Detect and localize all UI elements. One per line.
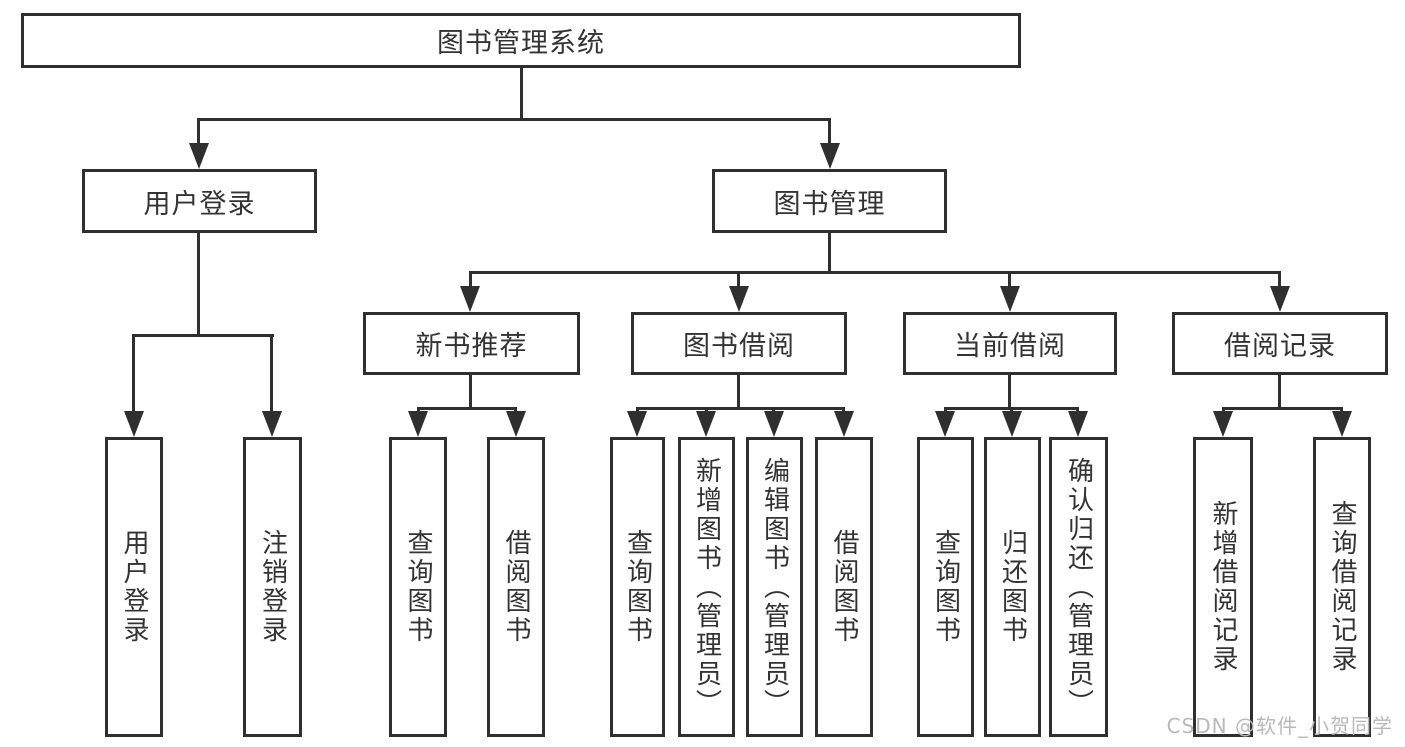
leaf-confirm-return-admin-label: 确认归还（管理员） [1063, 456, 1094, 718]
leaf-add-book-admin-label: 新增图书（管理员） [691, 456, 722, 718]
node-root-label: 图书管理系统 [437, 28, 605, 59]
arrow-down-icon [820, 143, 840, 169]
connector-line [132, 334, 274, 337]
connector-line [270, 334, 273, 413]
connector-line [520, 68, 523, 120]
arrow-down-icon [1213, 411, 1233, 437]
leaf-borrow-book-recommend: 借阅图书 [487, 437, 545, 737]
leaf-add-borrow-record: 新增借阅记录 [1193, 437, 1253, 737]
leaf-add-borrow-record-label: 新增借阅记录 [1208, 500, 1238, 674]
arrow-down-icon [729, 286, 749, 312]
leaf-edit-book-admin: 编辑图书（管理员） [746, 437, 803, 737]
node-current-borrow-label: 当前借阅 [954, 331, 1066, 362]
connector-line [197, 233, 200, 336]
node-new-book-recommend-label: 新书推荐 [415, 331, 528, 362]
connector-line [417, 407, 517, 410]
node-user-login: 用户登录 [82, 169, 317, 233]
leaf-query-borrow-record: 查询借阅记录 [1313, 437, 1371, 737]
connector-line [1008, 271, 1011, 288]
leaf-borrow-book: 借阅图书 [815, 437, 873, 737]
arrow-down-icon [935, 411, 955, 437]
arrow-down-icon [1068, 411, 1088, 437]
arrow-down-icon [262, 411, 282, 437]
leaf-query-book-borrow-label: 查询图书 [622, 529, 653, 645]
leaf-edit-book-admin-label: 编辑图书（管理员） [759, 456, 790, 718]
connector-line [828, 233, 831, 273]
arrow-down-icon [834, 411, 854, 437]
arrow-down-icon [696, 411, 716, 437]
leaf-return-book: 归还图书 [984, 437, 1041, 737]
connector-line [828, 118, 831, 146]
arrow-down-icon [460, 286, 480, 312]
node-borrow-record-label: 借阅记录 [1224, 331, 1336, 362]
leaf-confirm-return-admin: 确认归还（管理员） [1049, 437, 1108, 737]
connector-line [1222, 407, 1343, 410]
connector-line [469, 271, 1281, 274]
node-user-login-label: 用户登录 [143, 188, 256, 220]
connector-line [1008, 375, 1011, 409]
connector-line [737, 375, 740, 409]
arrow-down-icon [506, 411, 526, 437]
leaf-query-borrow-record-label: 查询借阅记录 [1327, 500, 1357, 674]
arrow-down-icon [764, 411, 784, 437]
leaf-query-book-current-label: 查询图书 [930, 529, 961, 645]
leaf-query-book-borrow: 查询图书 [610, 437, 665, 737]
node-root: 图书管理系统 [21, 13, 1021, 68]
node-book-borrow-label: 图书借阅 [683, 331, 795, 362]
node-current-borrow: 当前借阅 [903, 312, 1117, 375]
node-book-management-label: 图书管理 [773, 188, 886, 220]
arrow-down-icon [1332, 411, 1352, 437]
connector-line [636, 407, 845, 410]
connector-line [1278, 271, 1281, 288]
connector-line [1278, 375, 1281, 409]
leaf-borrow-book-label: 借阅图书 [829, 529, 859, 645]
leaf-query-book-current: 查询图书 [917, 437, 974, 737]
node-borrow-record: 借阅记录 [1172, 312, 1388, 375]
arrow-down-icon [1270, 286, 1290, 312]
connector-line [469, 375, 472, 409]
leaf-return-book-label: 归还图书 [997, 529, 1028, 645]
leaf-borrow-book-recommend-label: 借阅图书 [501, 529, 531, 645]
arrow-down-icon [408, 411, 428, 437]
arrow-down-icon [1002, 411, 1022, 437]
connector-line [197, 118, 200, 146]
node-book-borrow: 图书借阅 [631, 312, 847, 375]
arrow-down-icon [124, 411, 144, 437]
leaf-user-login: 用户登录 [105, 437, 163, 737]
connector-line [737, 271, 740, 288]
leaf-logout-label: 注销登录 [257, 529, 288, 645]
csdn-watermark: CSDN @软件_小贺同学 [1166, 714, 1393, 738]
leaf-query-book-recommend: 查询图书 [389, 437, 447, 737]
node-new-book-recommend: 新书推荐 [363, 312, 580, 375]
node-book-management: 图书管理 [712, 169, 947, 233]
connector-line [469, 271, 472, 288]
arrow-down-icon [1000, 286, 1020, 312]
leaf-user-login-label: 用户登录 [119, 529, 149, 645]
connector-line [132, 334, 135, 413]
arrow-down-icon [627, 411, 647, 437]
leaf-query-book-recommend-label: 查询图书 [403, 529, 433, 645]
arrow-down-icon [189, 143, 209, 169]
leaf-logout: 注销登录 [243, 437, 302, 737]
leaf-add-book-admin: 新增图书（管理员） [678, 437, 735, 737]
connector-line [197, 118, 831, 121]
